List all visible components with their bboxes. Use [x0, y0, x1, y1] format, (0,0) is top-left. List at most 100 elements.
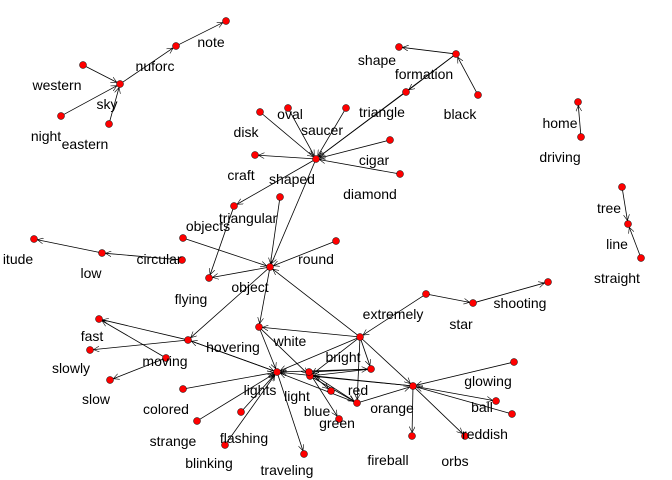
edge-night-to-sky — [63, 85, 117, 115]
edge-cigar-to-shaped — [319, 140, 387, 158]
edge-objects-to-object — [186, 238, 266, 266]
node-hub2 — [409, 382, 417, 390]
node-white — [255, 323, 263, 331]
edge-disk-to-shaped — [262, 113, 314, 156]
node-flashing — [237, 408, 245, 416]
node-blue — [327, 387, 335, 395]
edge-object-to-hovering — [191, 269, 268, 337]
label-object: object — [231, 279, 268, 295]
label-bright: bright — [325, 349, 360, 365]
node-blinking — [221, 441, 229, 449]
edge-round-to-object — [273, 241, 333, 265]
edge-bright-to-white — [262, 327, 357, 338]
node-western — [79, 61, 87, 69]
node-home — [574, 98, 582, 106]
node-nuforc — [172, 42, 180, 50]
edge-bright-to-lights — [280, 337, 357, 370]
label-moving: moving — [142, 353, 187, 369]
label-disk: disk — [234, 124, 260, 140]
edge-low-to-itude — [37, 240, 99, 253]
label-extremely: extremely — [363, 306, 424, 322]
node-glowing — [510, 358, 518, 366]
label-fireball: fireball — [367, 452, 408, 468]
label-slowly: slowly — [52, 360, 90, 376]
label-blue: blue — [304, 403, 331, 419]
label-circular: circular — [136, 251, 181, 267]
edge-star-to-shooting — [476, 283, 544, 303]
edge-western-to-sky — [85, 66, 117, 83]
node-hub1 — [305, 368, 313, 376]
node-extremely — [422, 290, 430, 298]
label-nuforc: nuforc — [136, 58, 175, 74]
node-traveling — [300, 450, 308, 458]
label-craft: craft — [227, 167, 254, 183]
node-object — [266, 263, 274, 271]
node-bright — [356, 333, 364, 341]
nodes-layer — [30, 17, 645, 458]
label-flying: flying — [175, 291, 208, 307]
edge-shaped-to-object — [271, 162, 315, 264]
label-white: white — [273, 333, 307, 349]
node-tree — [618, 183, 626, 191]
edge-red-to-light — [313, 369, 368, 375]
edge-hovering-to-lights — [191, 340, 273, 371]
edge-eastern-to-sky — [109, 87, 119, 121]
edge-shaped-to-triangular — [237, 160, 314, 205]
edge-bright-to-light — [313, 338, 358, 374]
edge-diamond-to-shaped — [319, 160, 397, 174]
label-light: light — [284, 388, 310, 404]
edge-shaped-to-craft — [258, 155, 313, 160]
label-shooting: shooting — [494, 295, 547, 311]
label-lights: lights — [244, 382, 277, 398]
node-night — [57, 112, 65, 120]
node-driving — [577, 133, 585, 141]
node-craft — [251, 151, 259, 159]
node-sky — [116, 80, 124, 88]
edge-saucer-to-shaped — [317, 110, 345, 156]
label-reddish: reddish — [462, 426, 508, 442]
node-ball — [492, 397, 500, 405]
edge-hub2-to-light — [313, 376, 410, 387]
label-shape: shape — [358, 52, 396, 68]
edge-bright-to-hub2 — [362, 339, 411, 383]
node-circular — [178, 256, 186, 264]
label-slow: slow — [82, 391, 111, 407]
label-star: star — [449, 316, 473, 332]
node-moving — [162, 354, 170, 362]
node-triangular — [230, 202, 238, 210]
edge-bright-to-red — [360, 340, 370, 365]
edge-orange-to-hub2 — [360, 387, 409, 403]
node-reddish — [508, 410, 516, 418]
edge-hub3-to-object — [270, 200, 280, 263]
label-note: note — [197, 34, 224, 50]
label-ball: ball — [471, 399, 493, 415]
label-blinking: blinking — [185, 455, 232, 471]
edge-black-to-formation — [457, 57, 477, 93]
edge-strange-to-lights — [199, 374, 274, 420]
label-strange: strange — [150, 433, 197, 449]
node-line — [624, 220, 632, 228]
edge-hub2-to-fireball — [412, 389, 413, 432]
node-flying — [205, 274, 213, 282]
label-round: round — [298, 251, 334, 267]
label-formation: formation — [395, 66, 453, 82]
label-triangular: triangular — [219, 210, 278, 226]
node-hub3 — [276, 193, 284, 201]
edge-sky-to-nuforc — [122, 48, 173, 83]
node-shape — [395, 43, 403, 51]
label-itude: itude — [3, 251, 34, 267]
edge-driving-to-home — [578, 105, 580, 134]
edge-oval-to-shaped — [289, 110, 315, 156]
node-hovering — [184, 336, 192, 344]
edge-white-to-lights — [259, 330, 275, 369]
node-orbs — [461, 432, 469, 440]
node-oval — [284, 104, 292, 112]
edge-triangular-to-flying — [210, 209, 234, 274]
edge-nuforc-to-note — [178, 22, 223, 45]
label-fast: fast — [81, 328, 104, 344]
node-slowly — [86, 346, 94, 354]
edge-hub1-to-green — [310, 374, 337, 416]
node-note — [222, 17, 230, 25]
edge-hub2-to-orbs — [415, 388, 463, 433]
